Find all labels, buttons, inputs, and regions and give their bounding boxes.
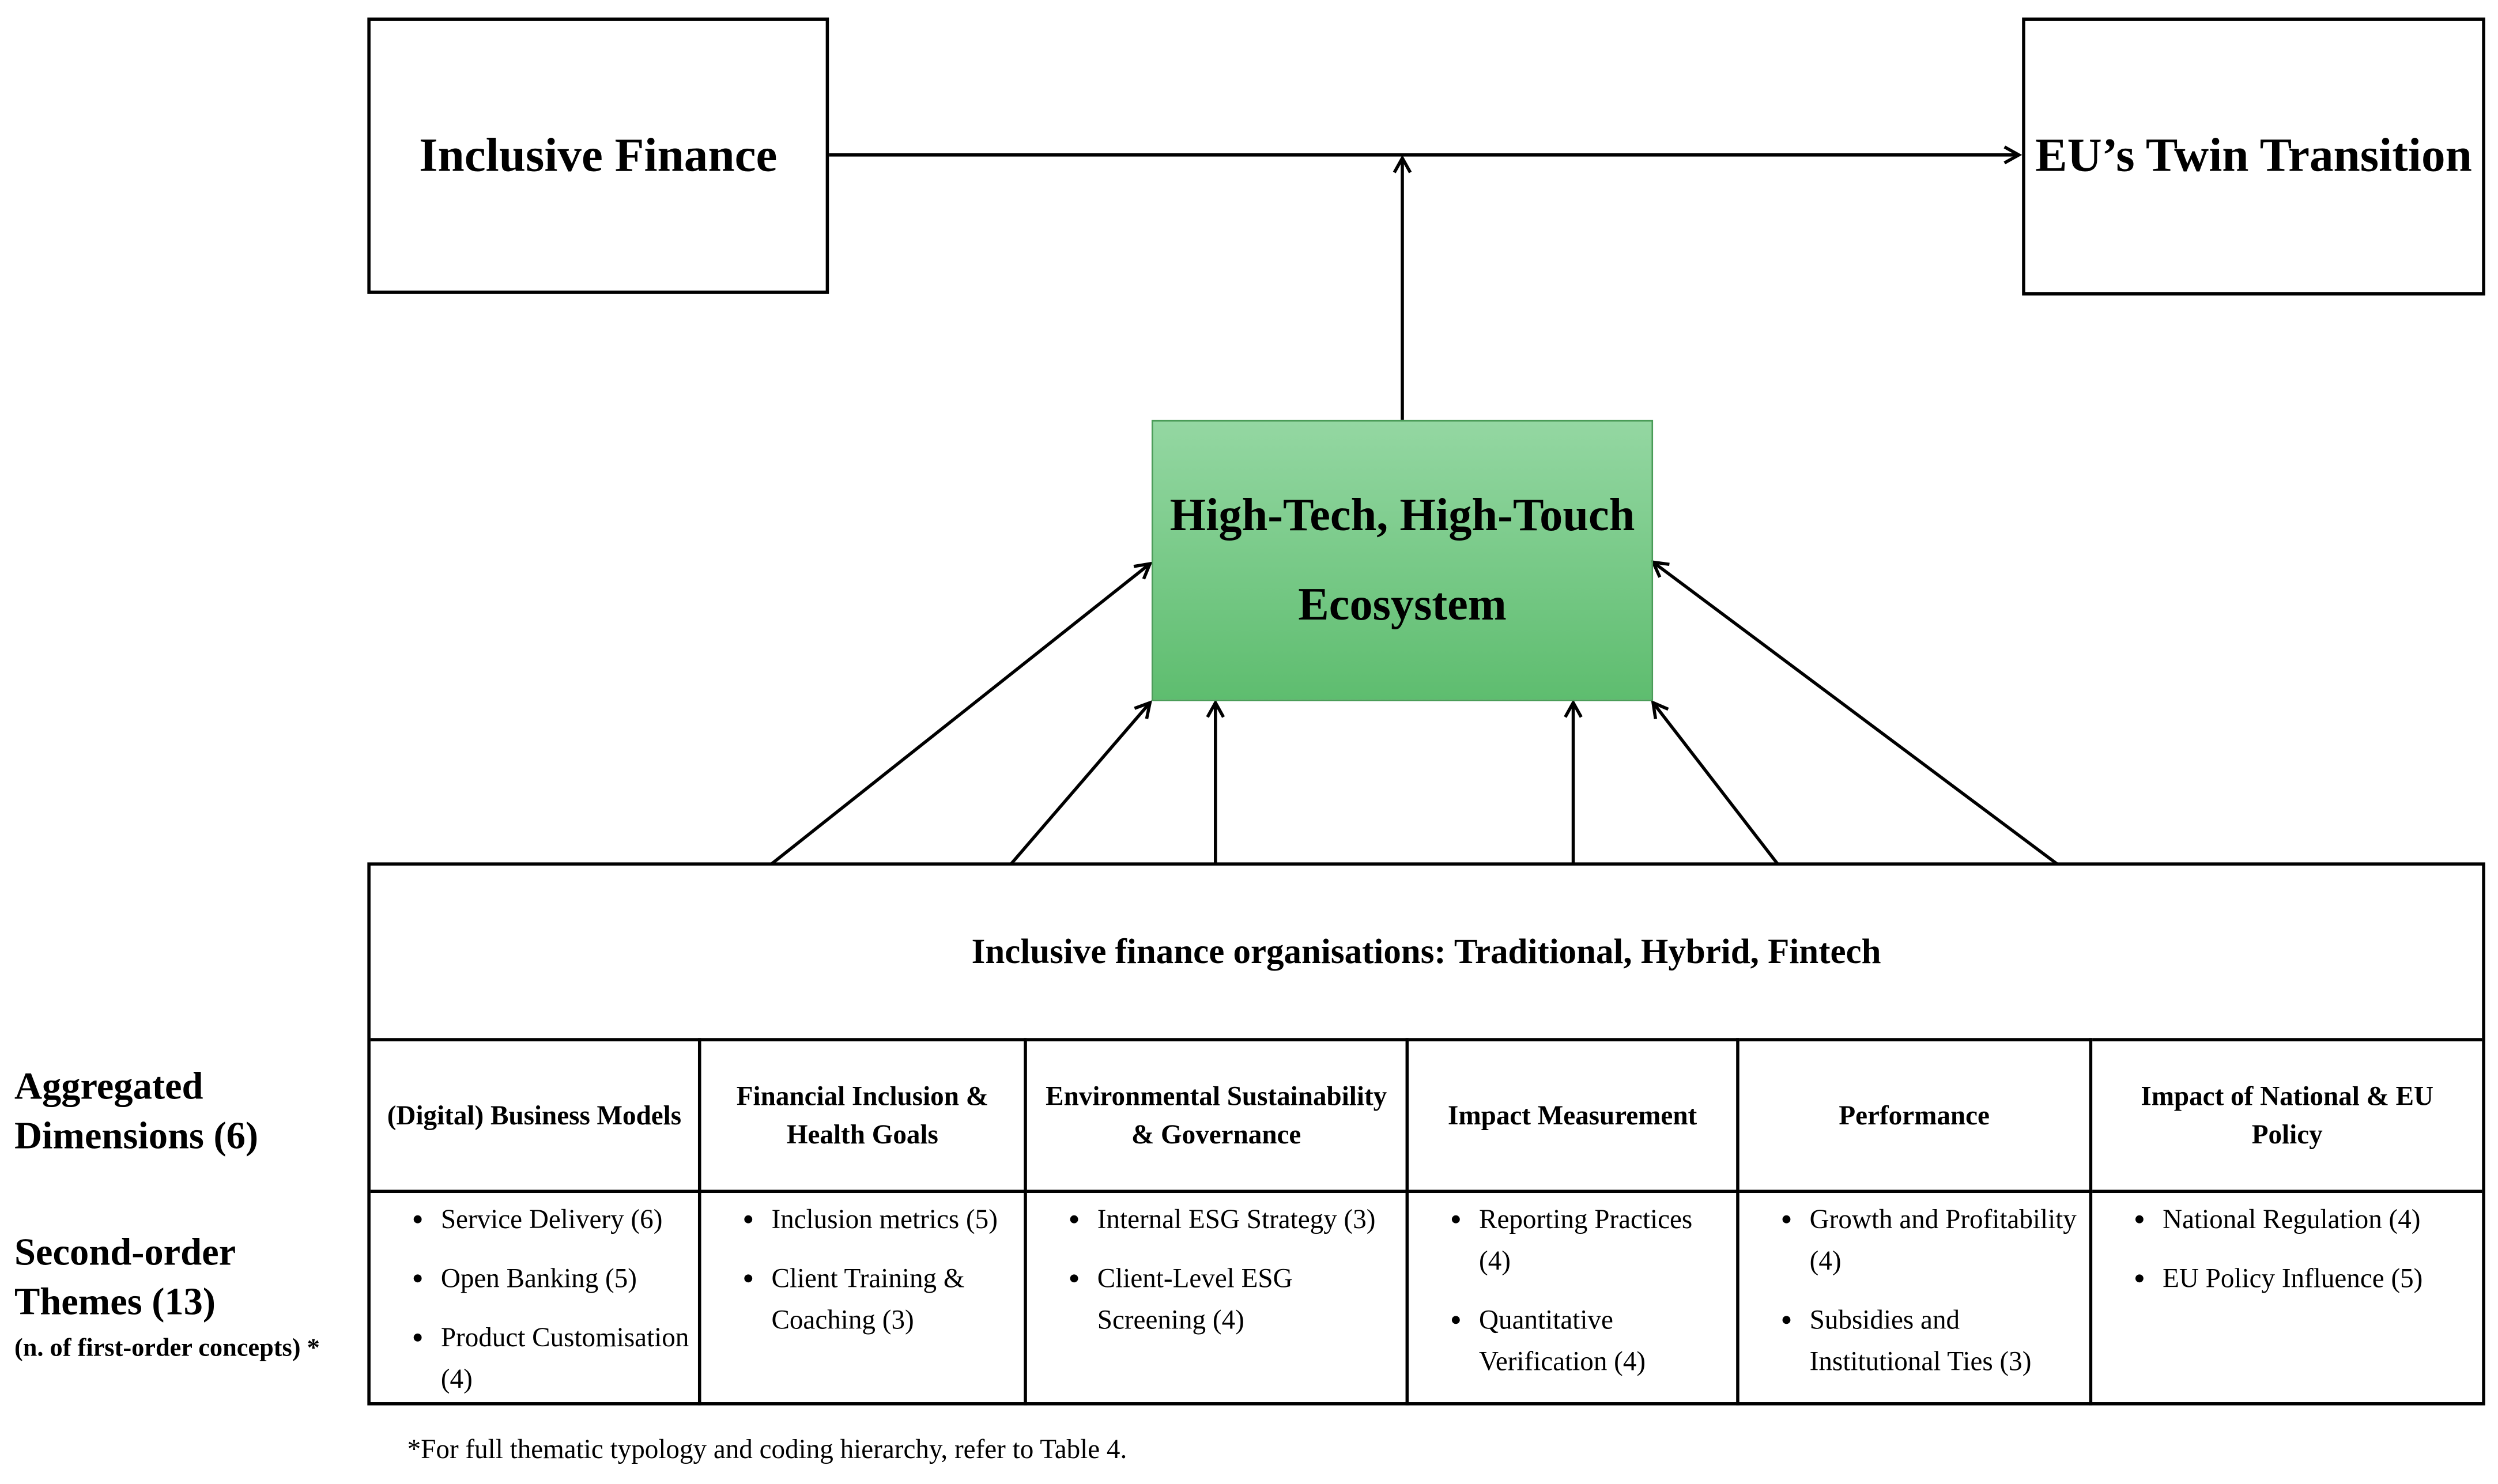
theme-item: Open Banking (5): [441, 1259, 692, 1300]
ecosystem-box: High-Tech, High-Touch Ecosystem: [1151, 420, 1654, 701]
theme-item: Quantitative Verification (4): [1479, 1300, 1730, 1383]
organisations-table: Inclusive finance organisations: Traditi…: [367, 862, 2485, 1406]
themes-policy-impact: National Regulation (4) EU Policy Influe…: [2092, 1190, 2482, 1405]
organisations-title: Inclusive finance organisations: Traditi…: [971, 931, 1881, 971]
theme-item: Client Training & Coaching (3): [771, 1259, 1017, 1342]
themes-business-models: Service Delivery (6) Open Banking (5) Pr…: [370, 1190, 701, 1406]
themes-environmental-sustainability: Internal ESG Strategy (3) Client-Level E…: [1027, 1190, 1409, 1406]
footnote: *For full thematic typology and coding h…: [407, 1434, 1127, 1465]
ecosystem-label-line1: High-Tech, High-Touch: [1169, 490, 1635, 542]
theme-item: Product Customisation (4): [441, 1317, 692, 1400]
dimension-business-models: (Digital) Business Models: [370, 1038, 701, 1190]
theme-item: National Regulation (4): [2163, 1199, 2476, 1241]
arrow-org-to-ecosystem-2: [1010, 703, 1150, 865]
arrow-org-to-ecosystem-5: [1653, 703, 1779, 865]
arrow-org-to-ecosystem-1: [770, 564, 1150, 866]
theme-item: Subsidies and Institutional Ties (3): [1810, 1300, 2083, 1383]
second-order-themes-label: Second-order Themes (13) (n. of first-or…: [14, 1233, 320, 1362]
twin-transition-box: EU’s Twin Transition: [2022, 17, 2485, 296]
theme-item: Inclusion metrics (5): [771, 1199, 1017, 1241]
themes-performance: Growth and Profitability (4) Subsidies a…: [1739, 1190, 2093, 1406]
theme-item: Internal ESG Strategy (3): [1097, 1199, 1399, 1241]
dimension-environmental-sustainability: Environmental Sustainability & Governanc…: [1027, 1038, 1409, 1190]
theme-item: Growth and Profitability (4): [1810, 1199, 2083, 1282]
twin-transition-label: EU’s Twin Transition: [2035, 129, 2472, 182]
inclusive-finance-label: Inclusive Finance: [419, 129, 778, 182]
arrow-org-to-ecosystem-6: [1653, 562, 2058, 866]
theme-item: EU Policy Influence (5): [2163, 1259, 2476, 1300]
theme-item: Reporting Practices (4): [1479, 1199, 1730, 1282]
ecosystem-label-line2: Ecosystem: [1298, 579, 1507, 631]
inclusive-finance-box: Inclusive Finance: [367, 17, 829, 294]
dimension-financial-inclusion: Financial Inclusion & Health Goals: [701, 1038, 1027, 1190]
themes-impact-measurement: Reporting Practices (4) Quantitative Ver…: [1409, 1190, 1739, 1406]
theme-item: Service Delivery (6): [441, 1199, 692, 1241]
themes-financial-inclusion: Inclusion metrics (5) Client Training & …: [701, 1190, 1027, 1406]
aggregated-dimensions-label: Aggregated Dimensions (6): [14, 1067, 259, 1158]
theme-item: Client-Level ESG Screening (4): [1097, 1259, 1399, 1342]
dimension-impact-measurement: Impact Measurement: [1409, 1038, 1739, 1190]
dimension-policy-impact: Impact of National & EU Policy: [2092, 1038, 2482, 1190]
dimension-performance: Performance: [1739, 1038, 2093, 1190]
